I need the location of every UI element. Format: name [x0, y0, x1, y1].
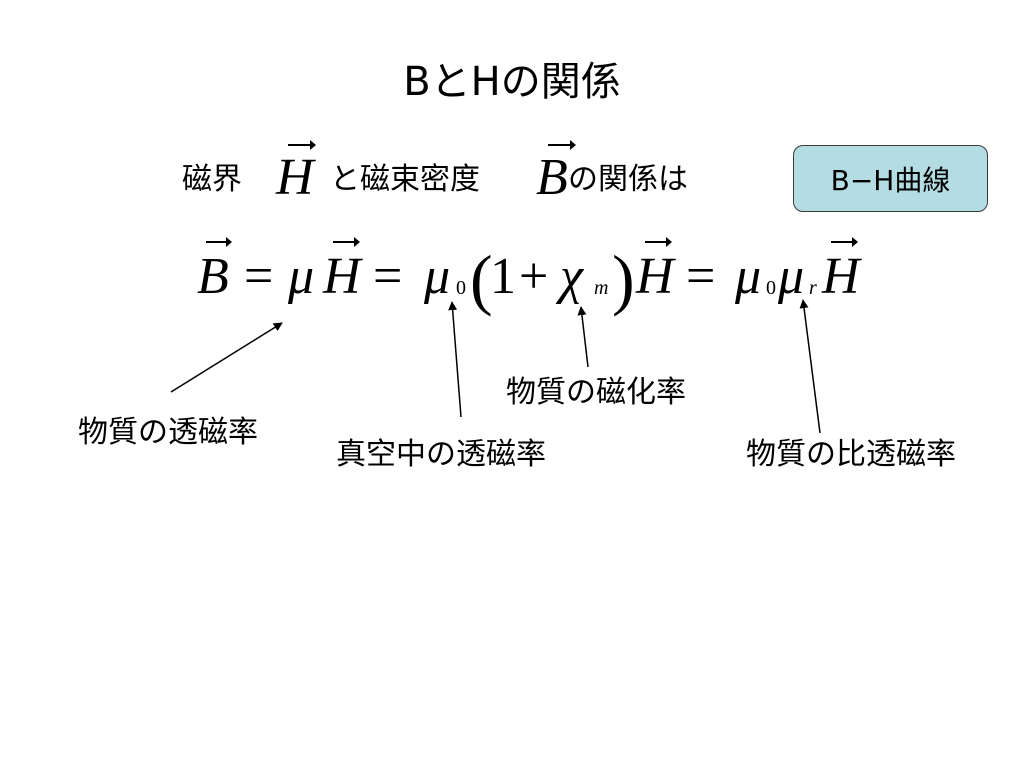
intro-text-flux-density: と磁束密度: [330, 162, 480, 197]
eq-h-1: H: [322, 248, 363, 305]
eq-equals-1: =: [244, 248, 273, 305]
eq-lparen: (: [470, 241, 493, 317]
label-permeability: 物質の透磁率: [78, 415, 258, 450]
vector-arrow-icon: [831, 237, 858, 247]
symbol-h-vector: H: [276, 140, 316, 206]
symbol-b: B: [536, 149, 568, 206]
eq-chi: χ: [555, 248, 584, 305]
eq-equals-3: =: [686, 248, 715, 305]
intro-text-magnetic-field: 磁界: [182, 162, 242, 197]
vector-arrow-icon: [333, 237, 360, 247]
eq-one: 1: [490, 248, 516, 305]
vector-arrow-icon: [548, 140, 576, 150]
eq-mu: μ: [287, 248, 314, 305]
vector-arrow-icon: [288, 140, 316, 150]
eq-mur: μ: [777, 248, 804, 305]
label-relative-permeability: 物質の比透磁率: [746, 437, 956, 472]
bh-curve-button[interactable]: B−H曲線: [793, 145, 988, 212]
arrow-vacuum-permeability: [448, 301, 462, 418]
symbol-h: H: [276, 149, 314, 206]
eq-h-3: H: [821, 248, 862, 305]
eq-mu0-b: μ: [734, 248, 761, 305]
vector-arrow-icon: [206, 237, 232, 247]
arrow-permeability: [170, 322, 283, 393]
vector-arrow-icon: [645, 237, 672, 247]
eq-b: B: [197, 248, 229, 305]
eq-mu0: μ: [423, 248, 450, 305]
label-vacuum-permeability: 真空中の透磁率: [336, 437, 546, 472]
eq-h-2: H: [635, 248, 676, 305]
arrow-relative-permeability: [799, 299, 821, 434]
label-susceptibility: 物質の磁化率: [506, 375, 686, 410]
arrow-susceptibility: [577, 306, 589, 368]
eq-rparen: ): [612, 241, 635, 317]
eq-sub-r: r: [809, 277, 817, 299]
intro-text-relation: の関係は: [568, 162, 688, 197]
eq-plus: +: [519, 248, 548, 305]
eq-sub-zero-1: 0: [456, 277, 466, 299]
symbol-b-vector: B: [536, 140, 576, 206]
eq-sub-m: m: [594, 277, 608, 299]
eq-sub-zero-2: 0: [766, 277, 776, 299]
eq-equals-2: =: [373, 248, 402, 305]
slide-title: BとHの関係: [403, 59, 621, 105]
